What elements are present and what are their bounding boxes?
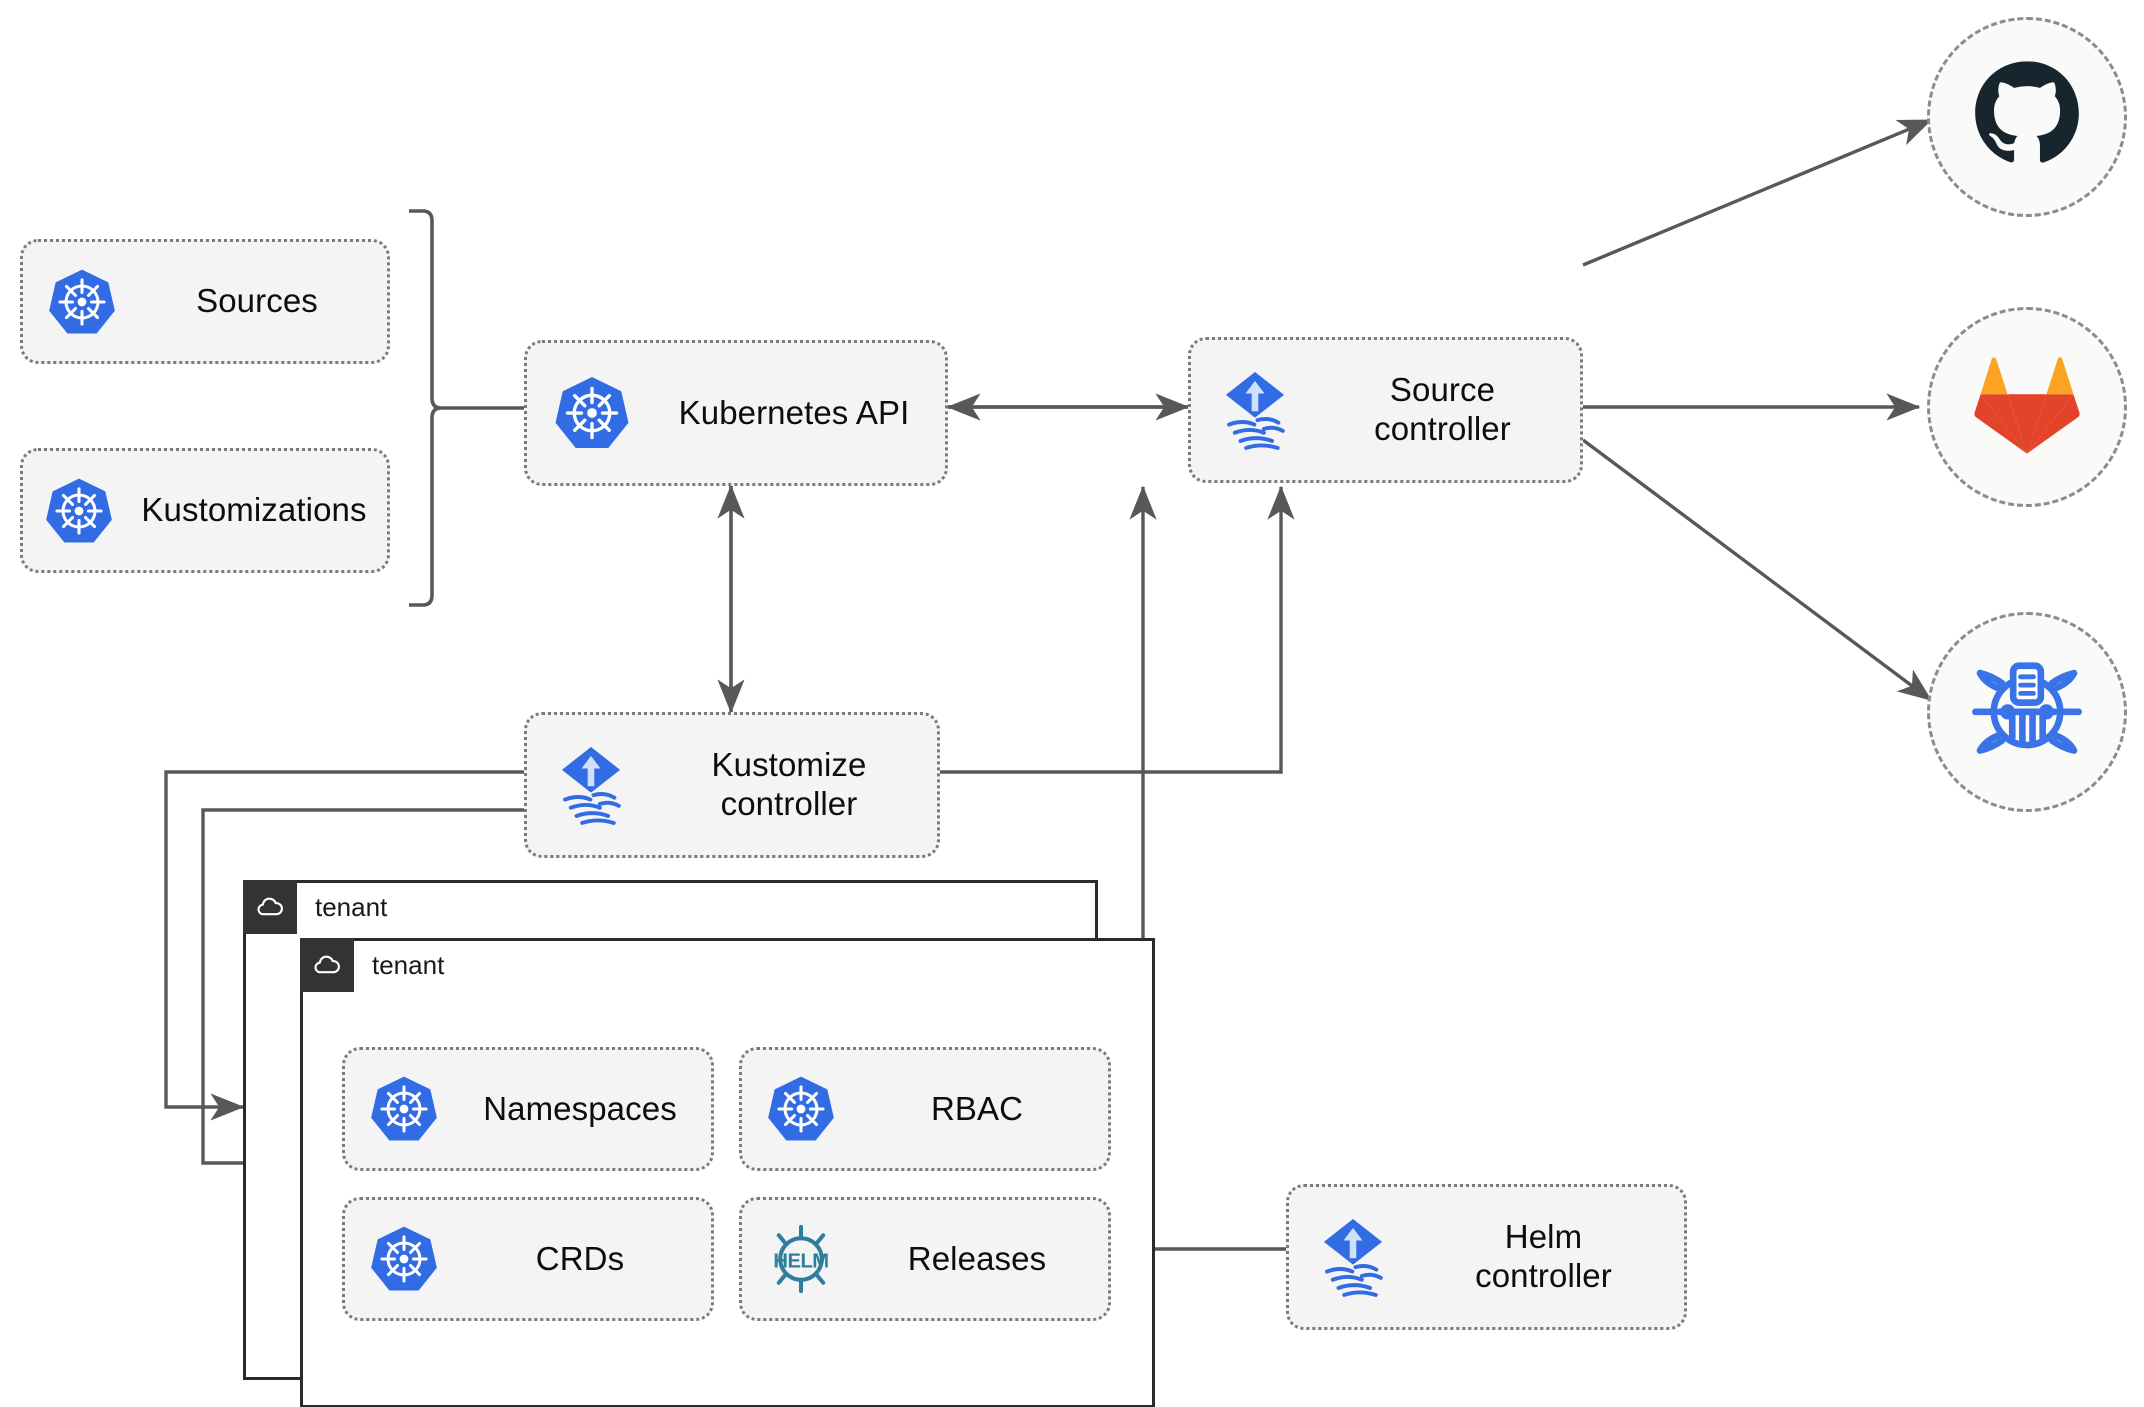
- tenant-resource-namespaces[interactable]: Namespaces: [342, 1047, 714, 1171]
- tenant-titlebar: tenant: [300, 938, 444, 992]
- gitlab-icon: [1973, 354, 2081, 461]
- flux-icon: [1289, 1214, 1417, 1300]
- tenant-resource-label: Namespaces: [483, 1089, 677, 1127]
- flux-icon: [527, 742, 655, 828]
- external-source-gitlab[interactable]: [1927, 307, 2127, 507]
- resource-label: Kustomizations: [141, 491, 367, 529]
- resource-kustomizations[interactable]: Kustomizations: [20, 448, 390, 573]
- kubernetes-icon: [23, 266, 141, 338]
- helm-chart-registry-icon: [1968, 651, 2086, 774]
- svg-text:HELM: HELM: [773, 1250, 828, 1272]
- github-icon: [1971, 59, 2083, 176]
- tenant-resource-releases[interactable]: HELM Releases: [739, 1197, 1111, 1321]
- external-source-github[interactable]: [1927, 17, 2127, 217]
- component-helm-controller[interactable]: Helm controller: [1286, 1184, 1687, 1330]
- cloud-icon: [300, 938, 354, 992]
- component-kubernetes-api[interactable]: Kubernetes API: [524, 340, 948, 486]
- component-label: Kustomize controller: [711, 746, 867, 822]
- tenant-label: tenant: [315, 891, 388, 922]
- connector-kustomize-to-source: [940, 485, 1295, 774]
- resource-label: Sources: [196, 282, 318, 320]
- resource-sources[interactable]: Sources: [20, 239, 390, 364]
- tenant-label: tenant: [372, 949, 445, 980]
- cloud-icon: [243, 880, 297, 934]
- kubernetes-icon: [527, 373, 657, 453]
- helm-icon: HELM: [742, 1221, 860, 1297]
- tenant-resource-label: Releases: [907, 1239, 1047, 1277]
- connector-source-to-registry: [1581, 438, 1933, 702]
- kubernetes-icon: [345, 1073, 463, 1145]
- tenant-resource-label: CRDs: [535, 1239, 625, 1277]
- component-source-controller[interactable]: Source controller: [1188, 337, 1583, 483]
- kubernetes-icon: [345, 1223, 463, 1295]
- component-kustomize-controller[interactable]: Kustomize controller: [524, 712, 940, 858]
- component-label: Source controller: [1374, 371, 1511, 447]
- component-label: Kubernetes API: [678, 393, 910, 431]
- kubernetes-icon: [23, 475, 135, 547]
- tenant-resource-rbac[interactable]: RBAC: [739, 1047, 1111, 1171]
- tenant-titlebar: tenant: [243, 880, 387, 934]
- connector-resources-bracket: [409, 209, 442, 607]
- external-source-helm-chart-registry[interactable]: [1927, 612, 2127, 812]
- flux-icon: [1191, 367, 1319, 453]
- tenant-resource-label: RBAC: [930, 1089, 1024, 1127]
- component-label: Helm controller: [1475, 1218, 1612, 1294]
- kubernetes-icon: [742, 1073, 860, 1145]
- tenant-window-front: tenant: [300, 938, 1155, 1407]
- connector-source-to-github: [1582, 118, 1933, 267]
- tenant-resource-crds[interactable]: CRDs: [342, 1197, 714, 1321]
